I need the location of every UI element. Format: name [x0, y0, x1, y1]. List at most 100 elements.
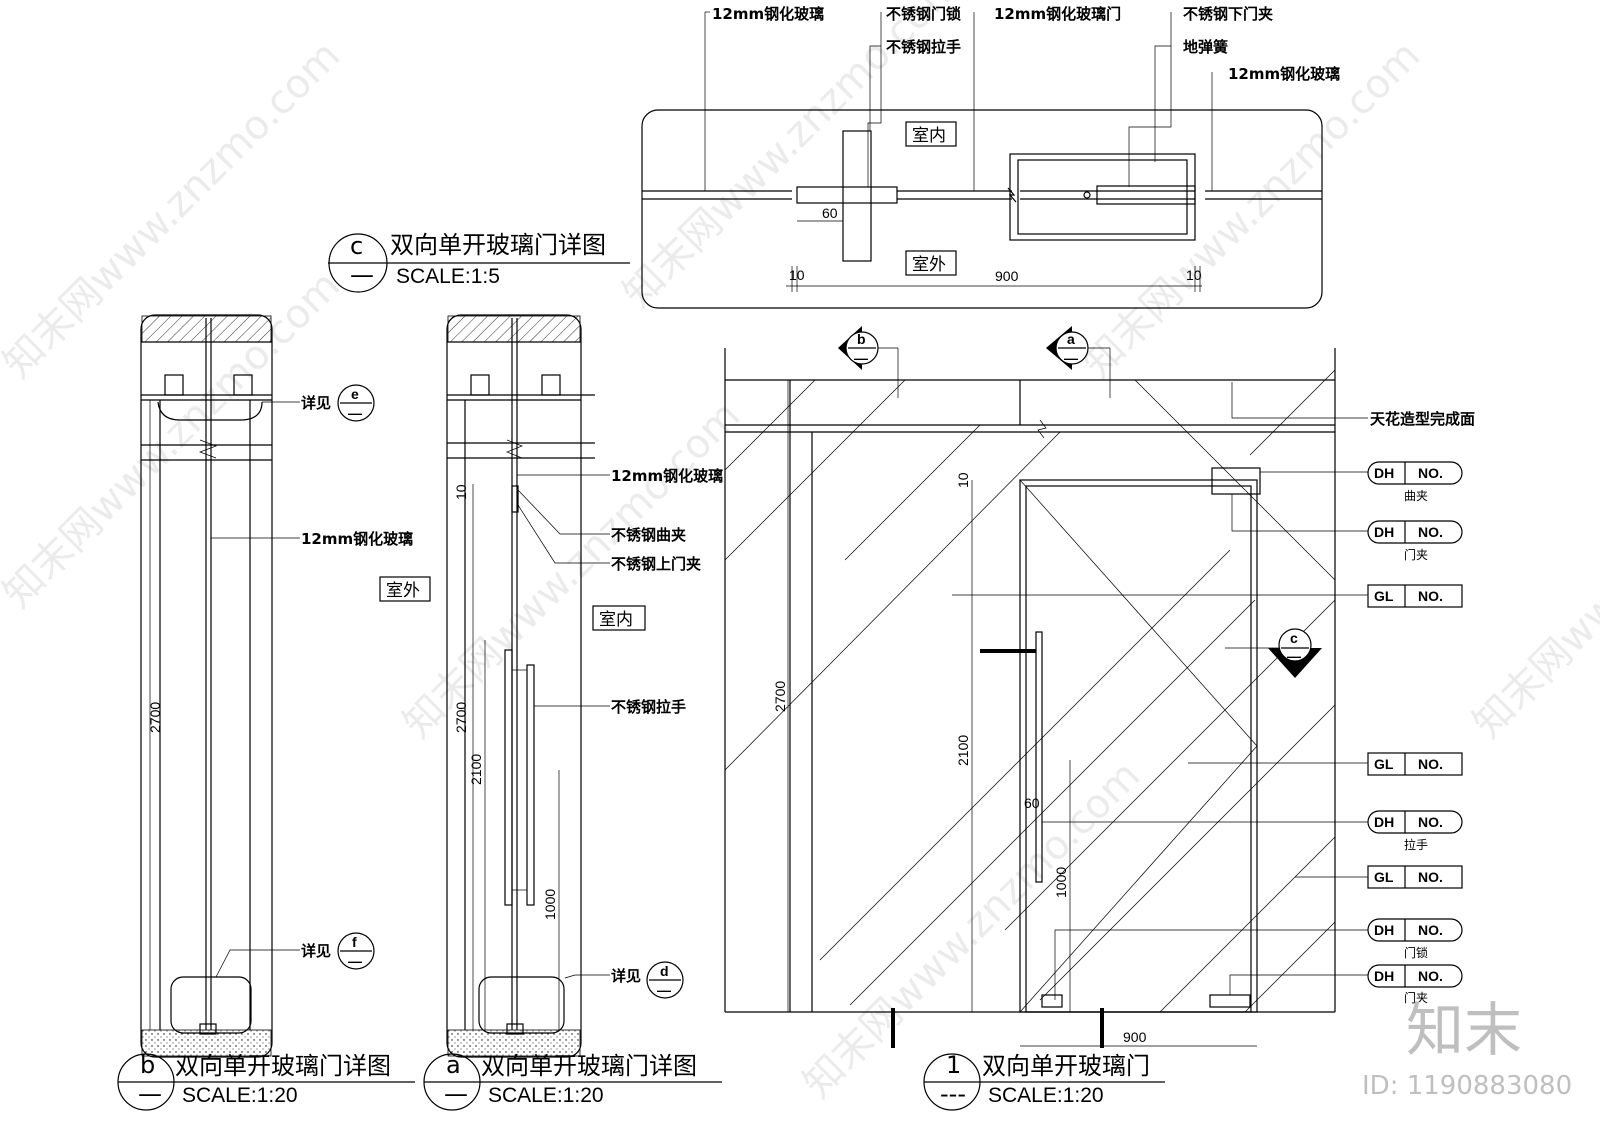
tag-dh-menjia-2: DH NO. 门夹 [1367, 964, 1463, 1005]
title-b-tag: b [140, 1051, 155, 1079]
marker-a: a [1067, 331, 1075, 347]
plan-detail-c: 12mm钢化玻璃 不锈钢门锁 不锈钢拉手 12mm钢化玻璃门 不锈钢下门夹 地弹… [328, 5, 1340, 309]
title-1-scale: SCALE:1:20 [988, 1084, 1104, 1107]
room-a-inside: 室内 [599, 610, 633, 630]
marker-a-sub: — [1064, 350, 1078, 366]
tag-no: NO. [1418, 756, 1443, 772]
dim-a-10: 10 [453, 484, 469, 500]
tag-code: DH [1374, 814, 1394, 830]
label-b-see2: 详见 [301, 942, 331, 960]
brand-logo: 知末 [1406, 996, 1522, 1064]
dim-1-60: 60 [1024, 795, 1040, 811]
title-b-name: 双向单开玻璃门详图 [175, 1052, 391, 1080]
tag-sub: 门锁 [1404, 945, 1428, 960]
section-detail-b: 2700 详见 12mm钢化玻璃 详见 e — f — 室外 b — 双向单开玻… [117, 314, 431, 1111]
tag-dh-mensuo: DH NO. 门锁 [1367, 918, 1463, 960]
marker-c-sub: — [1287, 648, 1301, 664]
label-a-top-clamp: 不锈钢上门夹 [611, 555, 701, 573]
tag-sub: 拉手 [1404, 837, 1428, 852]
tag-no: NO. [1418, 814, 1443, 830]
title-1-name: 双向单开玻璃门 [982, 1052, 1150, 1080]
title-elevation-1: 1 --- 双向单开玻璃门 SCALE:1:20 [923, 1051, 1165, 1111]
detail-c-frame [641, 109, 1323, 309]
title-a-tag: a [446, 1051, 461, 1079]
title-b-scale: SCALE:1:20 [182, 1084, 298, 1107]
tag-no: NO. [1418, 922, 1443, 938]
tag-dh-qujia: DH NO. 曲夹 [1367, 461, 1463, 503]
label-door-lock: 不锈钢门锁 [886, 5, 961, 23]
title-a-sub: — [444, 1080, 468, 1108]
watermark-text: 知末网www.znzmo.com [1075, 33, 1430, 388]
label-pull-handle: 不锈钢拉手 [886, 38, 961, 56]
ref-e: e [351, 386, 359, 402]
tag-sub: 曲夹 [1404, 489, 1428, 503]
tag-no: NO. [1418, 869, 1443, 885]
tag-dh-menjia: DH NO. 门夹 [1367, 520, 1463, 562]
dim-60: 60 [822, 205, 838, 221]
section-detail-a: 10 2700 2100 1000 12mm钢化玻璃 不锈钢曲夹 不锈钢上门夹 … [423, 314, 723, 1111]
tag-no: NO. [1418, 588, 1443, 604]
tag-gl-2: GL NO. [1367, 752, 1463, 776]
tag-list: DH NO. 曲夹 DH NO. 门夹 GL NO. GL NO. DH N [1367, 461, 1463, 1005]
room-inside: 室内 [912, 126, 946, 146]
dim-a-1000: 1000 [542, 889, 558, 920]
tag-code: GL [1374, 588, 1394, 604]
label-a-curved-clamp: 不锈钢曲夹 [611, 526, 686, 544]
room-outside: 室外 [912, 255, 946, 275]
room-b-outside: 室外 [386, 581, 420, 601]
elevation-1: 2700 2100 10 60 1000 900 b — a — c — 天花造… [724, 326, 1475, 1048]
label-b-glass: 12mm钢化玻璃 [301, 530, 413, 548]
dim-1-2700: 2700 [772, 681, 788, 712]
dim-10-right: 10 [1186, 267, 1202, 283]
ref-d: d [660, 963, 669, 979]
tag-code: GL [1374, 869, 1394, 885]
dim-900: 900 [995, 268, 1019, 284]
tag-code: DH [1374, 968, 1394, 984]
title-1-sub: --- [940, 1080, 966, 1108]
tag-code: DH [1374, 524, 1394, 540]
dim-1-10: 10 [955, 472, 971, 488]
label-floor-spring: 地弹簧 [1183, 38, 1228, 56]
dim-a-2700: 2700 [453, 702, 469, 733]
tag-no: NO. [1418, 524, 1443, 540]
ref-f: f [352, 934, 357, 950]
label-a-see: 详见 [611, 967, 641, 985]
watermark-text: 知末网www.znzmo.com [1465, 393, 1600, 748]
marker-b: b [857, 331, 866, 347]
label-b-see1: 详见 [301, 394, 331, 412]
title-c-scale: SCALE:1:5 [396, 265, 500, 288]
dim-1-900: 900 [1123, 1029, 1147, 1045]
tag-code: DH [1374, 465, 1394, 481]
title-a-name: 双向单开玻璃门详图 [481, 1052, 697, 1080]
title-a-scale: SCALE:1:20 [488, 1084, 604, 1107]
brand-block: 知末 ID: 1190883080 [1362, 996, 1572, 1101]
title-c-sub: — [350, 261, 374, 289]
marker-b-sub: — [854, 350, 868, 366]
tag-dh-lashou: DH NO. 拉手 [1367, 810, 1463, 852]
tag-code: GL [1374, 756, 1394, 772]
ref-e-sub: — [348, 405, 362, 421]
label-glass-left: 12mm钢化玻璃 [712, 5, 824, 23]
dim-a-2100: 2100 [468, 754, 484, 785]
dim-1-2100: 2100 [955, 735, 971, 766]
label-a-pull-handle: 不锈钢拉手 [611, 698, 686, 716]
tag-sub: 门夹 [1404, 547, 1428, 562]
label-glass-right: 12mm钢化玻璃 [1228, 65, 1340, 83]
label-ceiling: 天花造型完成面 [1370, 410, 1475, 428]
title-c-tag: c [350, 232, 363, 260]
title-b-sub: — [138, 1080, 162, 1108]
brand-id: ID: 1190883080 [1362, 1071, 1572, 1101]
tag-gl-1: GL NO. [1367, 584, 1463, 608]
label-bottom-clamp: 不锈钢下门夹 [1183, 5, 1273, 23]
tag-gl-3: GL NO. [1367, 865, 1463, 889]
label-a-glass: 12mm钢化玻璃 [611, 467, 723, 485]
ref-f-sub: — [348, 953, 362, 969]
dim-10-left: 10 [789, 267, 805, 283]
label-glass-door: 12mm钢化玻璃门 [994, 5, 1121, 23]
dim-1-1000: 1000 [1053, 867, 1069, 898]
tag-code: DH [1374, 922, 1394, 938]
tag-sub: 门夹 [1404, 990, 1428, 1005]
dim-b-2700: 2700 [147, 702, 163, 733]
